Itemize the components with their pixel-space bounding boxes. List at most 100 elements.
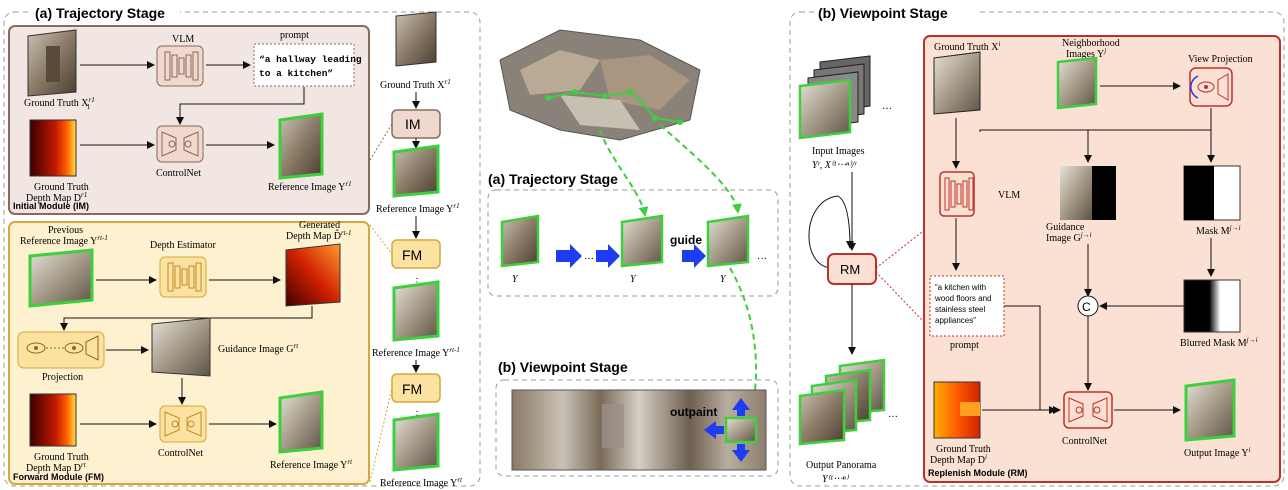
rm-blurred-mask xyxy=(1183,279,1241,333)
im-prompt-text-2: to a kitchen” xyxy=(259,68,333,79)
rm-output-label: Output Image Yi xyxy=(1184,446,1251,459)
fm-reference-image xyxy=(278,390,324,454)
outpaint-arrow-left xyxy=(704,421,724,439)
col-gt-image xyxy=(395,11,437,67)
rm-vlm-block xyxy=(939,171,975,217)
im-depth-label-1: Ground Truth xyxy=(34,182,89,193)
rm-prompt-3: stainless steel xyxy=(935,305,985,314)
rm-neigh-label-2: Images Yj xyxy=(1066,47,1106,60)
col-ref-image-2 xyxy=(392,280,440,342)
rm-prompt-2: wood floors and xyxy=(934,294,991,303)
col-ref-label-1: Reference Image Yr1 xyxy=(376,202,460,215)
blue-arrow-2 xyxy=(596,244,620,268)
col-im-label: IM xyxy=(405,116,421,132)
trajectory-stage-title: (a) Trajectory Stage xyxy=(35,5,165,21)
im-prompt-box xyxy=(253,43,355,87)
outpaint-arrow-down xyxy=(732,444,750,462)
rm-output-image xyxy=(1184,378,1236,442)
fm-projection-label: Projection xyxy=(42,372,83,383)
rm-prompt-label: prompt xyxy=(950,340,979,351)
rm-gt-image xyxy=(933,51,981,115)
fm-depth-label-1: Ground Truth xyxy=(34,452,89,463)
im-prompt-label: prompt xyxy=(280,30,309,41)
fm-previous-image xyxy=(28,248,94,308)
mid-y1-label: Y xyxy=(512,274,519,285)
rm-label: RM xyxy=(840,262,860,277)
rm-depth-label-2: Depth Map Di xyxy=(930,453,987,466)
fm-guidance-image xyxy=(151,317,211,377)
fm-controlnet-block xyxy=(159,405,207,443)
ground-truth-image xyxy=(27,29,77,97)
im-vlm-label: VLM xyxy=(172,34,194,45)
viewpoint-stage-title: (b) Viewpoint Stage xyxy=(818,5,948,21)
fm-prev-label-2: Reference Image Yrt-1 xyxy=(20,234,108,247)
rm-concat-label: C xyxy=(1082,300,1091,314)
outpaint-arrow-up xyxy=(732,398,750,416)
outpaint-image xyxy=(724,416,758,444)
fm-controlnet-label: ControlNet xyxy=(158,448,203,459)
middle-viewpoint-frame xyxy=(495,379,779,477)
trajectory-stage-frame xyxy=(3,11,481,487)
3d-floor-plan xyxy=(499,29,701,141)
fm-depth-map xyxy=(29,393,77,447)
col-dots-1: ⋮ xyxy=(412,277,422,288)
im-controlnet-label: ControlNet xyxy=(156,168,201,179)
rm-guidance-label-1: Guidance xyxy=(1046,222,1085,233)
fm-guidance-label: Guidance Image Grt xyxy=(218,342,299,355)
fm-depth-label-2: Depth Map Drt xyxy=(26,461,87,474)
outpaint-label: outpaint xyxy=(670,405,717,419)
col-fm-label-1: FM xyxy=(402,247,422,263)
col-ref-image-1 xyxy=(392,144,440,198)
im-prompt-text-1: “a hallway leading xyxy=(259,54,362,65)
fm-reference-label: Reference Image Yrt xyxy=(270,458,353,471)
rm-depth-label-1: Ground Truth xyxy=(936,444,991,455)
im-controlnet-block xyxy=(156,125,204,163)
middle-viewpoint-title: (b) Viewpoint Stage xyxy=(498,359,628,375)
middle-trajectory-title: (a) Trajectory Stage xyxy=(488,171,618,187)
mid-yt1-label: Y xyxy=(630,274,637,285)
im-reference-label: Reference Image Yr1 xyxy=(268,180,352,193)
im-reference-image xyxy=(278,112,324,180)
input-dots: ··· xyxy=(882,104,892,115)
rm-blurred-label: Blurred Mask Mj→i xyxy=(1180,336,1258,349)
mid-ellipsis-1: ··· xyxy=(584,254,594,265)
fm-generated-depth-map xyxy=(285,243,341,307)
col-fm-label-2: FM xyxy=(402,381,422,397)
rm-view-projection-icon xyxy=(1189,67,1233,107)
col-ref-label-2: Reference Image Yrt-1 xyxy=(372,346,460,359)
fm-depth-estimator-label: Depth Estimator xyxy=(150,240,216,251)
im-depth-label-2: Depth Map Dr1 xyxy=(26,191,87,204)
rm-neighborhood-image xyxy=(1056,56,1098,110)
rm-controlnet-block xyxy=(1063,391,1113,429)
mid-guide-label: guide xyxy=(670,233,702,247)
output-panorama-stack xyxy=(798,358,886,446)
fm-generated-label-2: Depth Map D̂rt-1 xyxy=(286,229,352,242)
col-ref-image-3 xyxy=(392,412,440,472)
im-depth-map xyxy=(29,119,77,177)
fm-generated-label-1: Generated xyxy=(299,220,340,231)
mid-yt1-image xyxy=(620,214,664,268)
rm-neigh-label-1: Neighborhood xyxy=(1062,38,1120,49)
blue-arrow-1 xyxy=(556,244,582,268)
rm-controlnet-label: ControlNet xyxy=(1062,436,1107,447)
rm-mask-image xyxy=(1183,165,1241,221)
rm-view-projection-label: View Projection xyxy=(1188,54,1253,65)
rm-prompt-box xyxy=(929,275,1005,337)
im-vlm-block xyxy=(156,45,204,87)
mid-yt-image xyxy=(706,214,750,268)
fm-prev-label-1: Previous xyxy=(48,225,83,236)
output-label-2: Y⁽¹‧‧‧ⁿ⁾ xyxy=(822,474,850,485)
rm-guidance-image xyxy=(1060,166,1116,220)
input-label-2: Yʳ, X⁽¹‧‧‧ⁿ⁾/ʳ xyxy=(812,160,857,171)
blue-arrow-3 xyxy=(682,244,706,268)
col-ref-label-3: Reference Image Yrt xyxy=(380,476,463,489)
mid-y1-image xyxy=(500,214,540,268)
rm-mask-label: Mask Mj→i xyxy=(1196,224,1241,237)
fm-title: Forward Module (FM) xyxy=(13,472,104,482)
middle-trajectory-frame xyxy=(487,189,779,297)
viewpoint-stage-frame xyxy=(789,11,1285,487)
rm-gt-label: Ground Truth Xi xyxy=(934,40,1000,53)
output-label-1: Output Panorama xyxy=(806,460,877,471)
